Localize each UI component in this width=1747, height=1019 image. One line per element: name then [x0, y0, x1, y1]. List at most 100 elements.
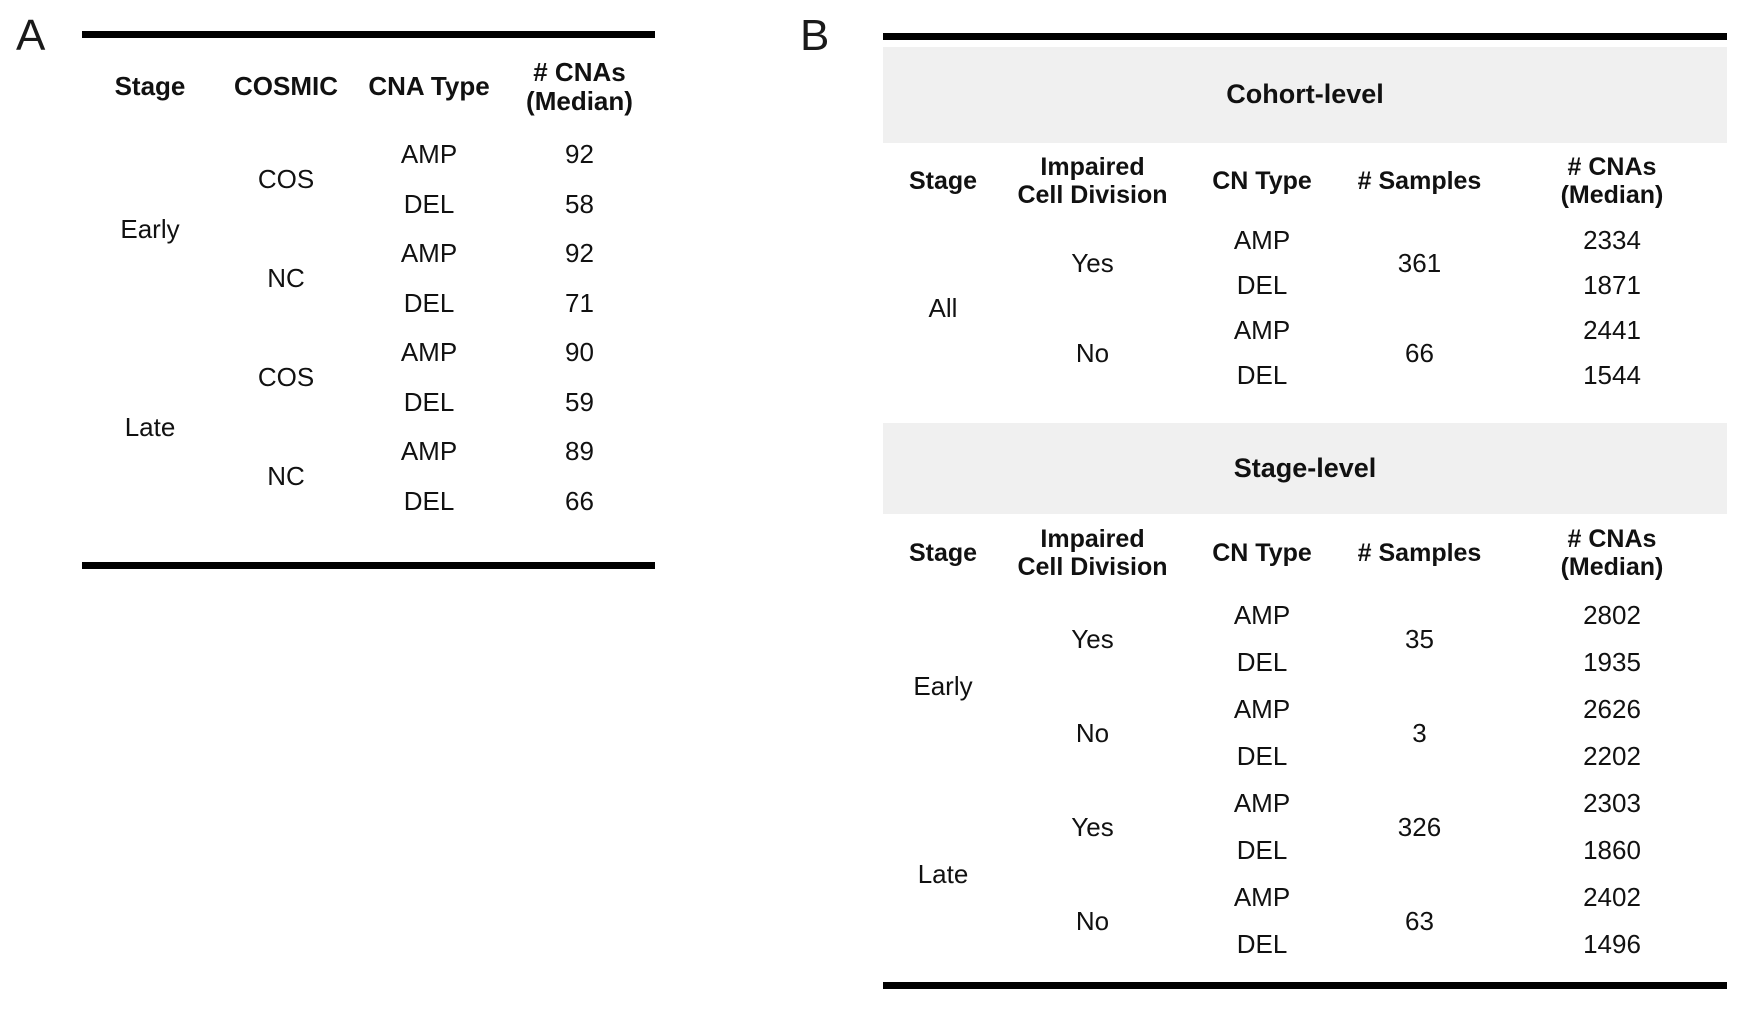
table-row: Early Yes AMP 35 2802	[883, 592, 1727, 701]
panel-a-table: Stage COSMIC CNA Type # CNAs (Median) Ea…	[82, 44, 655, 526]
cell-cna-type: DEL	[403, 386, 455, 417]
column-header-icd-line2: Cell Division	[1017, 180, 1168, 209]
cell-cnas-median: 58	[565, 188, 594, 219]
cell-impaired-cell-division: Yes	[1071, 247, 1114, 278]
section-title-stage-level: Stage-level	[1233, 453, 1377, 483]
column-header-stage: Stage	[114, 71, 186, 102]
cell-cnas-median: 71	[565, 287, 594, 318]
cell-impaired-cell-division: Yes	[1071, 623, 1114, 654]
table-row: DEL 71	[82, 279, 655, 329]
cell-samples: 361	[1397, 247, 1442, 278]
cell-cnas-median: 89	[565, 436, 594, 467]
column-header-stage: Stage	[908, 539, 978, 567]
column-header-cosmic: COSMIC	[234, 71, 338, 102]
panel-a-top-rule	[82, 31, 655, 38]
cell-stage: All	[928, 292, 958, 323]
section-band-stage-level: Stage-level	[883, 423, 1727, 514]
column-header-samples: # Samples	[1357, 539, 1482, 567]
cell-cosmic: COS	[257, 164, 315, 194]
cell-samples: 63	[1405, 905, 1434, 936]
cell-cnas-median: 2303	[1583, 788, 1641, 818]
column-header-cnas-line1: # CNAs	[1567, 152, 1657, 181]
cell-stage: Late	[917, 858, 969, 889]
table-row: DEL 66	[82, 477, 655, 527]
cell-cn-type: AMP	[1233, 788, 1291, 818]
cell-cnas-median: 59	[565, 386, 594, 417]
table-header-row: Stage COSMIC CNA Type # CNAs (Median)	[82, 44, 655, 130]
cell-impaired-cell-division: No	[1075, 717, 1110, 748]
cell-cnas-median: 1860	[1583, 835, 1641, 865]
cell-cosmic: NC	[267, 461, 305, 491]
column-header-cnas-line2: (Median)	[1560, 553, 1664, 581]
column-header-cnas-line2: (Median)	[1560, 180, 1664, 209]
cell-cn-type: DEL	[1236, 929, 1288, 959]
table-row: Late COS AMP 90	[82, 328, 655, 441]
column-header-samples: # Samples	[1357, 166, 1482, 195]
table-row: No AMP 66 2441	[883, 308, 1727, 368]
cell-cosmic: NC	[267, 263, 305, 293]
table-row: No AMP 63 2402	[883, 874, 1727, 936]
panel-a-label: A	[16, 11, 46, 60]
cell-cnas-median: 1935	[1583, 647, 1641, 677]
cell-cna-type: AMP	[400, 337, 458, 368]
column-header-cna-type: CNA Type	[368, 71, 490, 102]
table-row: DEL 1935	[883, 639, 1727, 686]
column-header-cnas-median: # CNAs (Median)	[1497, 143, 1727, 218]
cell-impaired-cell-division: Yes	[1071, 811, 1114, 842]
cell-stage: Late	[124, 411, 176, 442]
cell-cna-type: DEL	[403, 188, 455, 219]
cell-cna-type: AMP	[400, 238, 458, 269]
cell-samples: 35	[1405, 623, 1434, 654]
cell-cnas-median: 2202	[1583, 741, 1641, 771]
cell-cnas-median: 1544	[1583, 360, 1641, 390]
panel-b-stage-level-table: Stage Impaired Cell Division CN Type # S…	[883, 514, 1727, 968]
cell-stage: Early	[913, 670, 973, 701]
cell-impaired-cell-division: No	[1075, 905, 1110, 936]
cell-cnas-median: 2626	[1583, 694, 1641, 724]
column-header-cnas-line1: # CNAs	[1567, 525, 1657, 553]
table-row: DEL 58	[82, 180, 655, 230]
section-title-cohort-level: Cohort-level	[1226, 79, 1384, 109]
section-band-cohort-level: Cohort-level	[883, 47, 1727, 143]
cell-cna-type: AMP	[400, 436, 458, 467]
cell-cna-type: AMP	[400, 139, 458, 170]
table-row: DEL 2202	[883, 733, 1727, 780]
cell-cnas-median: 2402	[1583, 882, 1641, 912]
cell-cosmic: COS	[257, 362, 315, 392]
cell-cnas-median: 92	[565, 238, 594, 269]
column-header-cn-type: CN Type	[1212, 539, 1312, 567]
cell-cnas-median: 1871	[1583, 270, 1641, 300]
cell-samples: 3	[1412, 717, 1427, 748]
table-header-row: Stage Impaired Cell Division CN Type # S…	[883, 143, 1727, 218]
table-header-row: Stage Impaired Cell Division CN Type # S…	[883, 514, 1727, 592]
cell-cn-type: AMP	[1233, 315, 1291, 345]
cell-samples: 66	[1405, 337, 1434, 368]
panel-b-bottom-rule	[883, 982, 1727, 989]
cell-cn-type: AMP	[1233, 694, 1291, 724]
table-row: No AMP 3 2626	[883, 686, 1727, 748]
cell-cnas-median: 90	[565, 337, 594, 368]
column-header-stage: Stage	[908, 166, 978, 195]
cell-cn-type: DEL	[1236, 360, 1288, 390]
column-header-icd-line1: Impaired	[1040, 152, 1145, 181]
column-header-cnas-line1: # CNAs	[533, 56, 626, 87]
cell-cnas-median: 2334	[1583, 225, 1641, 255]
cell-cn-type: AMP	[1233, 225, 1291, 255]
panel-b-top-rule	[883, 33, 1727, 40]
table-row: All Yes AMP 361 2334	[883, 218, 1727, 323]
cell-cnas-median: 2802	[1583, 600, 1641, 630]
panel-b-cohort-level-table: Stage Impaired Cell Division CN Type # S…	[883, 143, 1727, 398]
column-header-icd-line1: Impaired	[1040, 525, 1145, 553]
cell-cn-type: AMP	[1233, 882, 1291, 912]
table-row: NC AMP 92	[82, 229, 655, 293]
cell-cn-type: DEL	[1236, 270, 1288, 300]
column-header-cnas-line2: (Median)	[526, 86, 633, 116]
panel-b-label: B	[800, 11, 830, 60]
column-header-cn-type: CN Type	[1212, 166, 1312, 195]
column-header-cnas-median: # CNAs (Median)	[1497, 514, 1727, 592]
cell-cn-type: DEL	[1236, 741, 1288, 771]
cell-cn-type: AMP	[1233, 600, 1291, 630]
column-header-impaired-cell-division: Impaired Cell Division	[1003, 143, 1182, 218]
table-row: Early COS AMP 92	[82, 130, 655, 243]
table-row: DEL 1871	[883, 263, 1727, 308]
